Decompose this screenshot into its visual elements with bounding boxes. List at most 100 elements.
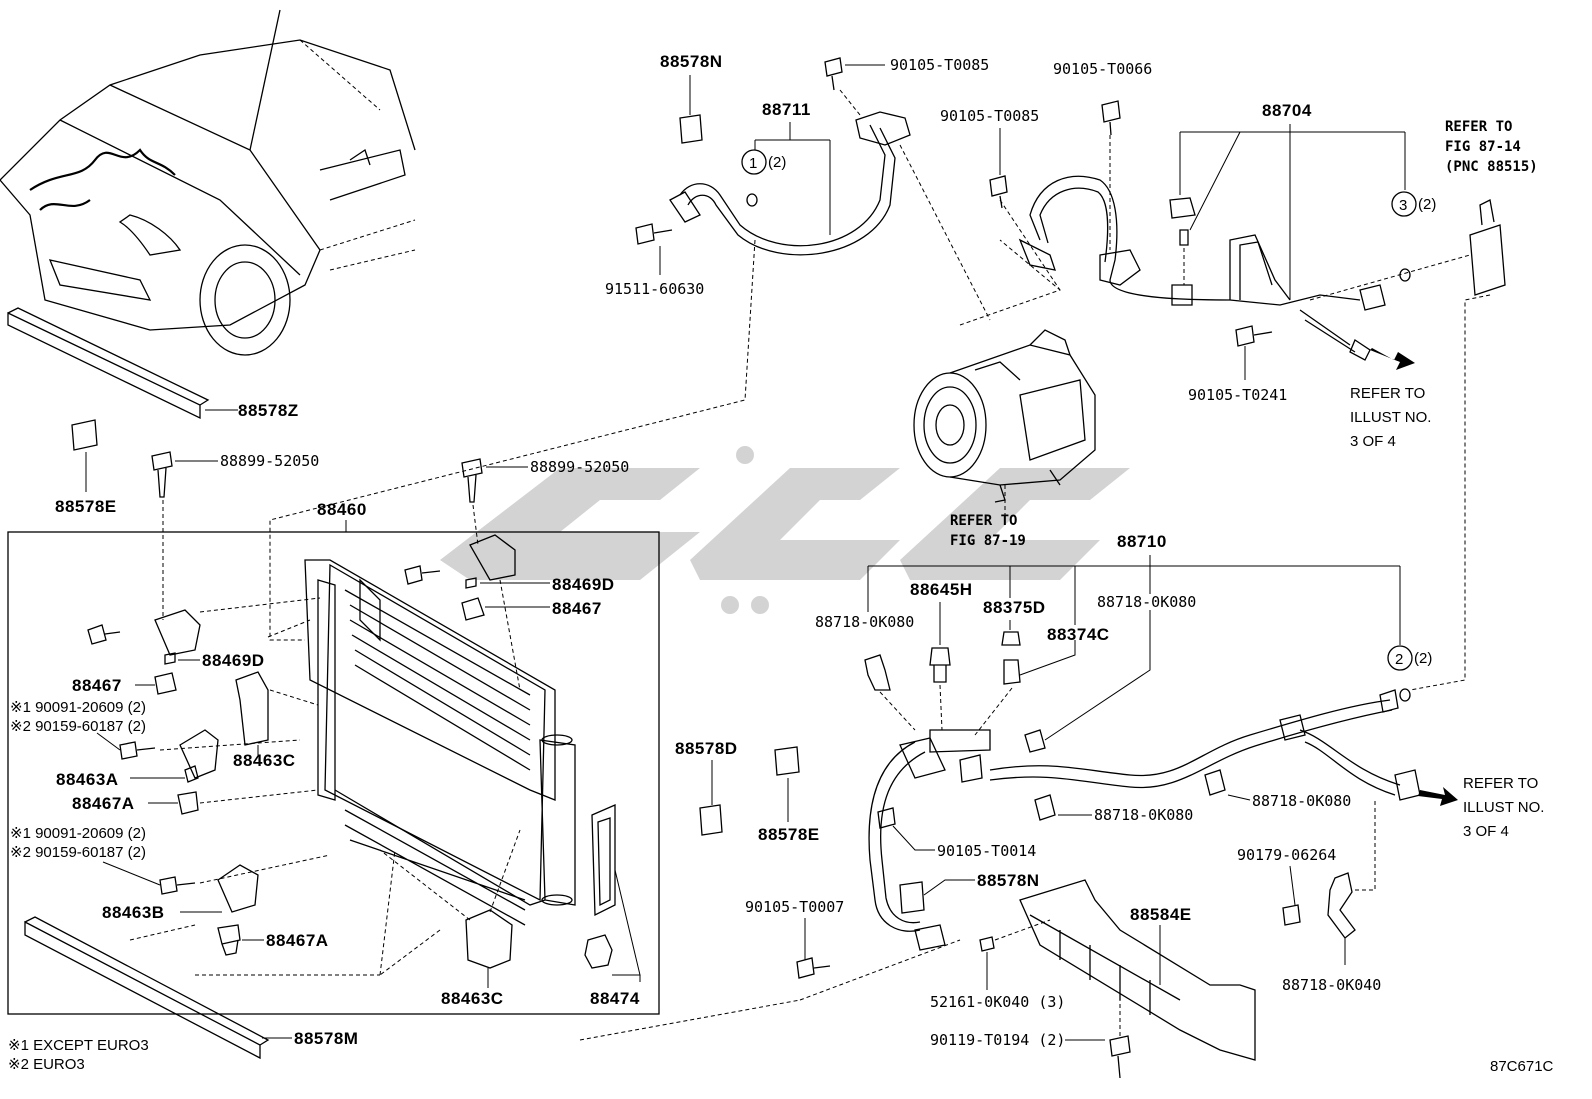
watermark-logo bbox=[440, 446, 1130, 614]
part-88578E-mid bbox=[774, 746, 800, 776]
connection-leader-1 bbox=[269, 239, 756, 641]
label-88645H: 88645H bbox=[910, 580, 973, 599]
label-88711: 88711 bbox=[762, 100, 811, 119]
bolt-90105-T0085-mid bbox=[989, 175, 1008, 209]
label-88467-left: 88467 bbox=[72, 676, 122, 695]
part-88578E-left bbox=[71, 419, 98, 492]
part-88474 bbox=[584, 804, 641, 982]
label-88467-right: 88467 bbox=[552, 599, 602, 618]
part-88578Z bbox=[7, 307, 238, 420]
label-88718-0K080-b: 88718-0K080 bbox=[1097, 593, 1196, 611]
label-88578M: 88578M bbox=[294, 1029, 358, 1048]
label-88578N-top: 88578N bbox=[660, 52, 723, 71]
bolt-88899-52050-left bbox=[151, 451, 218, 620]
label-88704: 88704 bbox=[1262, 101, 1312, 120]
bracket-upper-right bbox=[404, 534, 550, 691]
footnote-1: ※1 EXCEPT EURO3 bbox=[8, 1037, 149, 1054]
arrow-top-right bbox=[1370, 348, 1415, 370]
bolt-90105-T0241 bbox=[1235, 325, 1273, 347]
label-88578Z: 88578Z bbox=[238, 401, 299, 420]
circle-1-number: 1 bbox=[749, 155, 757, 172]
ref-fig-87-14-line2: FIG 87-14 bbox=[1445, 139, 1521, 155]
hose-88710 bbox=[868, 689, 1421, 951]
clamp-88718-0K080-d bbox=[1204, 769, 1251, 801]
circle-3 bbox=[1391, 191, 1417, 217]
part-88463A bbox=[130, 729, 301, 783]
label-88474: 88474 bbox=[590, 989, 640, 1008]
circle-1-qty: (2) bbox=[768, 154, 786, 171]
bracket-upper-left bbox=[87, 597, 321, 695]
bolt-note-b bbox=[159, 876, 196, 895]
part-88578N-lower bbox=[899, 881, 925, 914]
bolt-90119-T0194 bbox=[1109, 1035, 1131, 1079]
bolt-note-a bbox=[119, 741, 156, 760]
label-88718-0K080-d: 88718-0K080 bbox=[1252, 792, 1351, 810]
label-88578E-mid: 88578E bbox=[758, 825, 820, 844]
part-88578M bbox=[24, 916, 961, 1060]
ref-illust-top-line1: REFER TO bbox=[1350, 385, 1425, 402]
ref-illust-bottom-line2: ILLUST NO. bbox=[1463, 799, 1544, 816]
label-90179-06264: 90179-06264 bbox=[1237, 846, 1336, 864]
ref-fig-87-19-line1: REFER TO bbox=[950, 513, 1017, 529]
bolt-91511-60630 bbox=[635, 223, 673, 245]
ref-illust-top-line2: ILLUST NO. bbox=[1350, 409, 1431, 426]
bolt-90105-T0007 bbox=[796, 957, 831, 979]
label-90119-T0194: 90119-T0194 (2) bbox=[930, 1031, 1065, 1049]
label-88460: 88460 bbox=[317, 500, 367, 519]
cap-88704 bbox=[1169, 197, 1196, 219]
note2-b: ※2 90159-60187 (2) bbox=[10, 844, 146, 861]
label-88899-52050-left: 88899-52050 bbox=[220, 452, 319, 470]
ref-fig-87-19-line2: FIG 87-19 bbox=[950, 533, 1026, 549]
note1-a: ※1 90091-20609 (2) bbox=[10, 699, 146, 716]
label-88467A-upper: 88467A bbox=[72, 794, 135, 813]
circle-3-number: 3 bbox=[1399, 197, 1407, 214]
label-88578E-left: 88578E bbox=[55, 497, 117, 516]
label-90105-T0085-top: 90105-T0085 bbox=[890, 56, 989, 74]
diagram-code: 87C671C bbox=[1490, 1058, 1554, 1075]
label-88463C-lower: 88463C bbox=[441, 989, 504, 1008]
expansion-valve bbox=[1409, 199, 1506, 691]
clamp-88718-0K080-b bbox=[1024, 610, 1151, 753]
label-88463B: 88463B bbox=[102, 903, 165, 922]
valve-core-88704 bbox=[1179, 229, 1189, 246]
o-ring-3 bbox=[1399, 268, 1411, 282]
ref-illust-bottom-line1: REFER TO bbox=[1463, 775, 1538, 792]
hose-88711 bbox=[669, 57, 991, 321]
arrow-bottom-right bbox=[1418, 787, 1458, 806]
service-port-88704 bbox=[1171, 284, 1193, 306]
footnote-2: ※2 EURO3 bbox=[8, 1056, 85, 1073]
label-90105-T0085-mid: 90105-T0085 bbox=[940, 107, 1039, 125]
leader-88710 bbox=[867, 555, 1401, 645]
part-88467A-lower bbox=[129, 849, 396, 976]
label-90105-T0007: 90105-T0007 bbox=[745, 898, 844, 916]
label-88375D: 88375D bbox=[983, 598, 1046, 617]
clamp-88718-0K080-c bbox=[1034, 794, 1092, 821]
part-88578D bbox=[699, 804, 723, 836]
shield-88584E bbox=[1019, 879, 1256, 1061]
hose-88704 bbox=[1018, 175, 1471, 361]
bolt-88899-52050-right bbox=[461, 458, 528, 546]
o-ring-1 bbox=[746, 193, 758, 207]
condenser-assembly-box bbox=[7, 531, 660, 1015]
circle-2-qty: (2) bbox=[1414, 650, 1432, 667]
pressure-switch-88645H bbox=[929, 602, 951, 731]
note1-b: ※1 90091-20609 (2) bbox=[10, 825, 146, 842]
label-88718-0K080-c: 88718-0K080 bbox=[1094, 806, 1193, 824]
circle-2-number: 2 bbox=[1395, 651, 1403, 668]
ref-illust-bottom-line3: 3 OF 4 bbox=[1463, 823, 1509, 840]
label-90105-T0066: 90105-T0066 bbox=[1053, 60, 1152, 78]
label-88469D-right: 88469D bbox=[552, 575, 615, 594]
label-88469D-left: 88469D bbox=[202, 651, 265, 670]
clamp-88718-0K040 bbox=[1327, 800, 1376, 965]
part-88375D bbox=[974, 620, 1076, 736]
label-88463A: 88463A bbox=[56, 770, 119, 789]
part-88578N-top bbox=[679, 114, 703, 144]
label-88718-0K040: 88718-0K040 bbox=[1282, 976, 1381, 994]
label-88578D: 88578D bbox=[675, 739, 738, 758]
condenser-core bbox=[304, 559, 576, 926]
label-90105-T0014: 90105-T0014 bbox=[937, 842, 1036, 860]
label-90105-T0241: 90105-T0241 bbox=[1188, 386, 1287, 404]
ref-illust-top-line3: 3 OF 4 bbox=[1350, 433, 1396, 450]
